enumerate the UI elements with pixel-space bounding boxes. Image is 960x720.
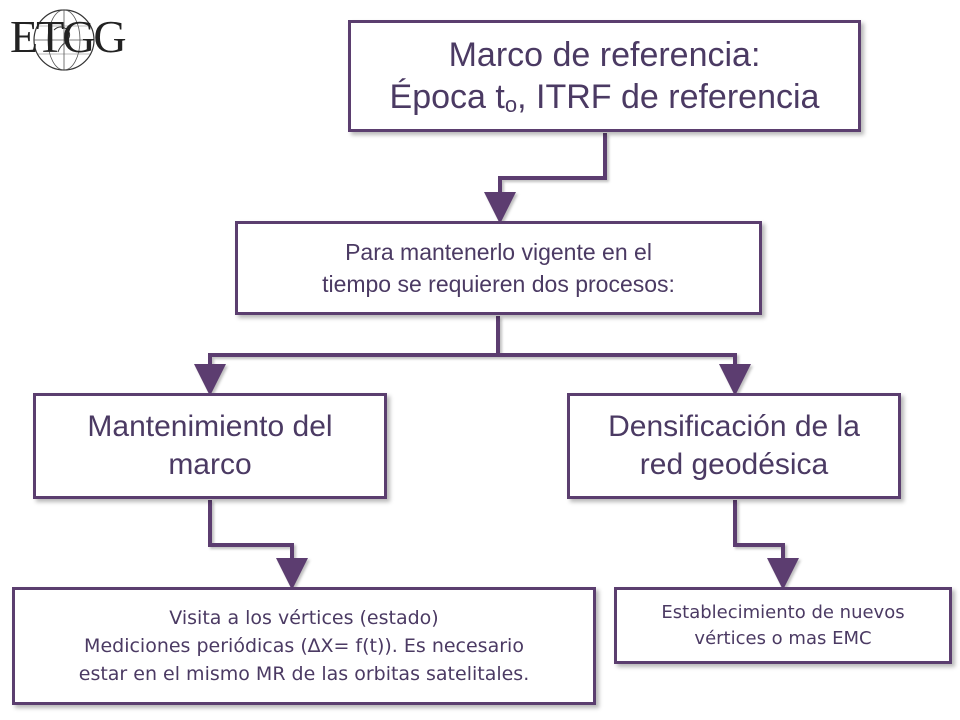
box-top-line2-sub: o [504,92,518,117]
box-right-line1: Densificación de la [608,410,860,443]
box-visita-vertices: Visita a los vértices (estado) Medicione… [12,587,596,705]
box-left-line2: marco [168,448,252,481]
box-densificacion: Densificación de la red geodésica [567,393,901,499]
box-top-line2: Época to, ITRF de referencia [390,76,820,118]
box-left-line1: Mantenimiento del [87,410,333,443]
box-bl-line3: estar en el mismo MR de las orbitas sate… [78,663,530,685]
box-mantenimiento: Mantenimiento del marco [33,393,387,499]
connector-top-to-mid [484,133,607,224]
connector-right-to-bottom-right [733,500,799,590]
box-top-line2-prefix: Época t [389,78,505,116]
box-establecimiento: Establecimiento de nuevos vértices o mas… [614,587,952,664]
logo-text: ETGG [10,11,127,62]
box-mid-line2: tiempo se requieren dos procesos: [322,271,675,297]
connector-left-to-bottom-left [208,500,308,590]
box-bl-line2: Mediciones periódicas (∆X= f(t)). Es nec… [84,635,524,657]
box-top-line2-suffix: , ITRF de referencia [517,78,820,116]
box-marco-de-referencia: Marco de referencia: Época to, ITRF de r… [348,20,861,132]
box-br-line2: vértices o mas EMC [694,627,872,649]
connector-mid-to-left [194,316,500,396]
connector-mid-to-right [498,353,751,396]
box-procesos: Para mantenerlo vigente en el tiempo se … [235,221,762,315]
globe-icon [33,9,95,71]
box-br-line1: Establecimiento de nuevos [661,601,905,623]
box-mid-line1: Para mantenerlo vigente en el [345,239,652,265]
box-bl-line1: Visita a los vértices (estado) [169,607,439,629]
box-right-line2: red geodésica [639,448,829,481]
box-top-line1: Marco de referencia: [448,36,761,74]
etgg-logo: ETGG [4,4,127,74]
